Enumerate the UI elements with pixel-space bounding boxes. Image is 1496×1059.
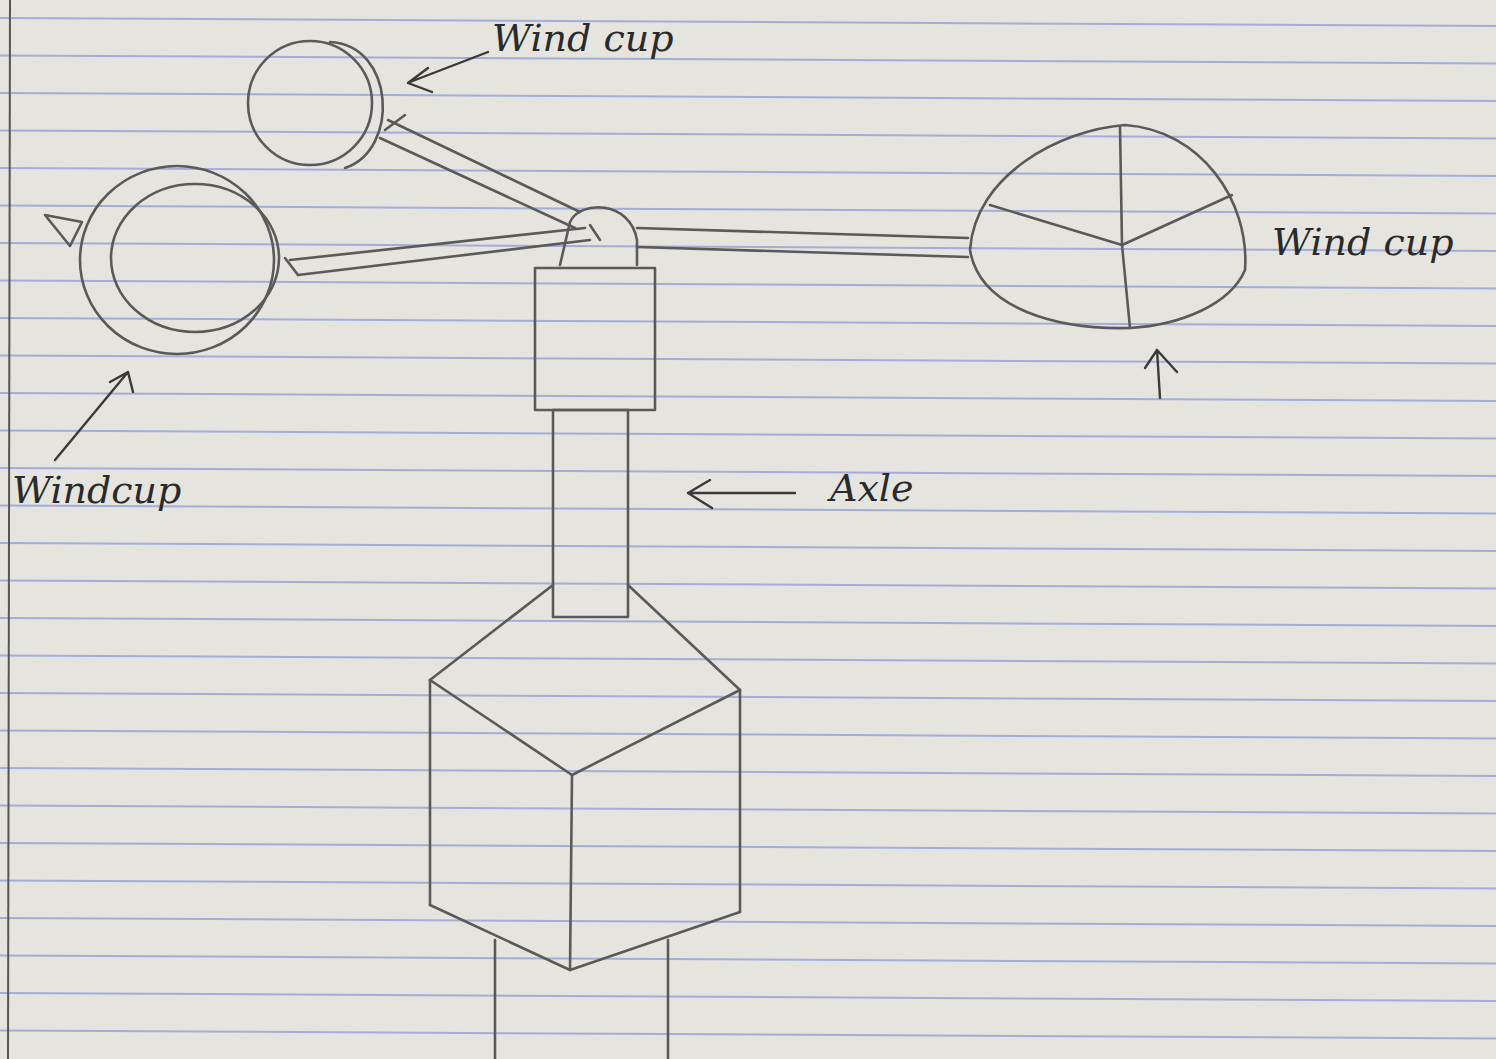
- base-edge: [430, 680, 572, 775]
- ruling-line: [0, 581, 1496, 589]
- arm: [388, 120, 580, 212]
- arm: [298, 240, 590, 275]
- cup-rib: [1120, 127, 1122, 245]
- ruling-line: [0, 281, 1496, 289]
- ruling-line: [0, 18, 1496, 26]
- ruling-line: [0, 918, 1496, 926]
- cup-tab: [45, 215, 82, 246]
- ruling-line: [0, 393, 1496, 401]
- base-edge: [430, 585, 553, 680]
- base-edge: [429, 680, 432, 905]
- ruling-line: [0, 956, 1496, 964]
- wind-cup-label: Windcup: [12, 470, 181, 512]
- ruling-line: [0, 93, 1496, 101]
- margin-line: [8, 0, 10, 1059]
- base-edge: [628, 585, 740, 690]
- wind-cup-rim: [248, 41, 372, 165]
- wind-cup-edge: [330, 42, 383, 168]
- leader-arrow: [1145, 350, 1177, 398]
- wind-cup-label: Wind cup: [1272, 222, 1454, 264]
- ruling-line: [0, 168, 1496, 176]
- base-edge: [570, 775, 572, 970]
- wind-cup-label: Wind cup: [492, 18, 674, 60]
- ruling-line: [0, 206, 1496, 214]
- axle-label: Axle: [830, 468, 914, 510]
- hub-box: [535, 268, 655, 410]
- ruling-line: [0, 1031, 1496, 1039]
- cup-rib: [990, 205, 1122, 245]
- ruling-line: [0, 731, 1496, 739]
- ruling-line: [0, 693, 1496, 701]
- axle-shaft: [553, 410, 628, 617]
- ruling-line: [0, 56, 1496, 64]
- ruling-line: [0, 768, 1496, 776]
- ruling-line: [0, 318, 1496, 326]
- hub-pin: [590, 225, 600, 240]
- anemometer-drawing: [45, 41, 1245, 1059]
- hub-cap: [560, 207, 637, 265]
- ruling-line: [0, 431, 1496, 439]
- ruling-line: [0, 656, 1496, 664]
- base-edge: [572, 690, 740, 775]
- ruling-line: [0, 506, 1496, 514]
- cup-rib: [1122, 195, 1232, 245]
- ruling-line: [0, 993, 1496, 1001]
- wind-cup-rim: [80, 166, 274, 354]
- ruling-line: [0, 843, 1496, 851]
- arm: [380, 138, 575, 228]
- base-edge: [570, 912, 740, 970]
- ruling-line: [0, 806, 1496, 814]
- ruling-line: [0, 468, 1496, 476]
- ruling-line: [0, 356, 1496, 364]
- arm: [637, 228, 968, 238]
- wind-cup-inner: [111, 184, 279, 332]
- arm: [637, 247, 968, 257]
- cup-rib: [1122, 245, 1130, 328]
- leader-arrows: [55, 52, 1177, 508]
- base-stand: [495, 940, 668, 1059]
- ruling-line: [0, 543, 1496, 551]
- arm: [290, 228, 585, 260]
- wind-cup-rim: [970, 125, 1245, 328]
- leader-arrow: [408, 52, 488, 92]
- base-edge: [739, 690, 742, 912]
- ruling-line: [0, 881, 1496, 889]
- leader-arrow: [55, 372, 133, 460]
- ruling-line: [0, 131, 1496, 139]
- paper-ruling: [0, 18, 1496, 1059]
- ruling-line: [0, 618, 1496, 626]
- leader-arrow: [688, 480, 795, 508]
- base-edge: [430, 905, 570, 970]
